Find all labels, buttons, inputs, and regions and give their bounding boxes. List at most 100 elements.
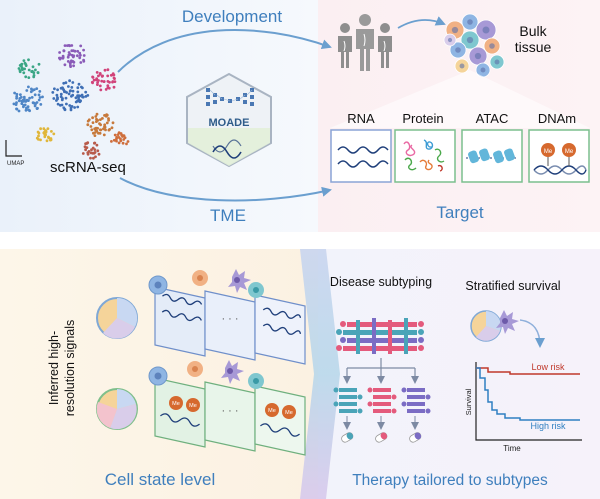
ellipsis-dnam: · · · (221, 405, 238, 417)
cell-type-icons-top (148, 269, 264, 298)
umap-dot (81, 152, 85, 155)
umap-dot (20, 62, 24, 66)
umap-dot (102, 127, 105, 131)
umap-dot (32, 71, 36, 75)
umap-dot (112, 76, 116, 80)
umap-dot (39, 138, 42, 142)
omics-label-protein: Protein (402, 111, 443, 126)
umap-dot (110, 126, 114, 130)
umap-dot (18, 70, 22, 74)
omics-box-protein (394, 129, 456, 183)
umap-dot (17, 109, 21, 113)
umap-dot (98, 84, 102, 88)
umap-dot (19, 93, 22, 96)
umap-dot (86, 94, 90, 97)
umap-dot (108, 80, 111, 84)
umap-dot (23, 61, 27, 65)
umap-dot (37, 98, 41, 102)
umap-dot (27, 85, 30, 89)
patient-group-icon (338, 14, 392, 71)
cell-proportion-pie-bottom (96, 388, 138, 430)
umap-dot (69, 60, 73, 64)
umap-dot (89, 156, 92, 160)
umap-dot (24, 108, 28, 112)
umap-dot (70, 53, 74, 57)
umap-dot (105, 121, 109, 125)
umap-dot (84, 148, 87, 152)
scrna-seq-label: scRNA-seq (50, 159, 126, 176)
tissue-cell-nucleus (482, 26, 490, 34)
umap-dot (15, 107, 19, 111)
umap-dot (50, 130, 53, 133)
umap-dot (60, 98, 64, 102)
moade-logo: MOADE (186, 72, 272, 168)
umap-dot (70, 86, 74, 89)
umap-dot (91, 121, 95, 124)
umap-dot (84, 142, 87, 146)
umap-dot (94, 128, 97, 132)
umap-dot (93, 131, 97, 134)
umap-dot (125, 142, 128, 146)
umap-dot (24, 75, 28, 79)
umap-dot (96, 126, 99, 130)
cell-state-dnam-stack: Me Me Me Me · · · (154, 377, 306, 456)
umap-dot (112, 85, 116, 89)
umap-dot (33, 93, 37, 97)
umap-dot (30, 70, 34, 73)
umap-dot (103, 68, 107, 72)
umap-dot (103, 125, 106, 129)
dnam-icon: Me Me (533, 143, 587, 175)
umap-dot (42, 127, 46, 131)
protein-icon (403, 139, 445, 172)
umap-dot (20, 102, 24, 105)
umap-dot (112, 138, 116, 142)
umap-dot (20, 64, 23, 68)
umap-dot (12, 102, 16, 106)
patient-samples-icon (336, 318, 424, 354)
cell-state-label: Cell state level (105, 470, 216, 489)
umap-dot (107, 86, 111, 90)
low-risk-label: Low risk (531, 362, 565, 372)
umap-dot (27, 68, 31, 72)
umap-dot (86, 141, 90, 145)
umap-dot (30, 96, 34, 99)
bulk-label-line1: Bulk (519, 23, 547, 39)
umap-dot (107, 118, 110, 122)
umap-dot (35, 107, 39, 110)
umap-dot (69, 89, 72, 92)
umap-dot (56, 88, 59, 92)
subtype-split-arrows (343, 358, 419, 384)
umap-dot (105, 113, 109, 117)
umap-dot (13, 91, 16, 95)
umap-dot (90, 148, 93, 152)
inferred-label-line1: Inferred high- (47, 331, 61, 405)
umap-dot (31, 65, 35, 69)
umap-dot (71, 89, 75, 93)
umap-dot (28, 96, 31, 100)
umap-dot (73, 106, 76, 109)
survival-axis-label: Survival (464, 388, 473, 415)
umap-dot (37, 93, 41, 97)
umap-dot (76, 86, 80, 90)
umap-dot (121, 141, 125, 145)
umap-dot (111, 121, 115, 125)
umap-dot (35, 87, 39, 90)
umap-dot (97, 79, 100, 82)
to-survival-arrow (519, 319, 545, 348)
umap-dot (82, 58, 85, 62)
umap-dot (76, 54, 79, 58)
umap-dot (23, 67, 26, 71)
umap-dot (115, 135, 119, 139)
umap-dot (86, 119, 90, 123)
umap-dot (39, 127, 42, 131)
bulk-label-line2: tissue (515, 39, 552, 55)
umap-dot (86, 152, 90, 156)
to-bulk-arrow (397, 16, 446, 29)
umap-dot (66, 55, 70, 59)
umap-dot (93, 134, 97, 138)
bulk-tissue-icon (443, 13, 505, 78)
me-badge-top-1: Me (544, 149, 553, 155)
umap-dot (63, 63, 67, 67)
umap-dot (79, 53, 82, 57)
